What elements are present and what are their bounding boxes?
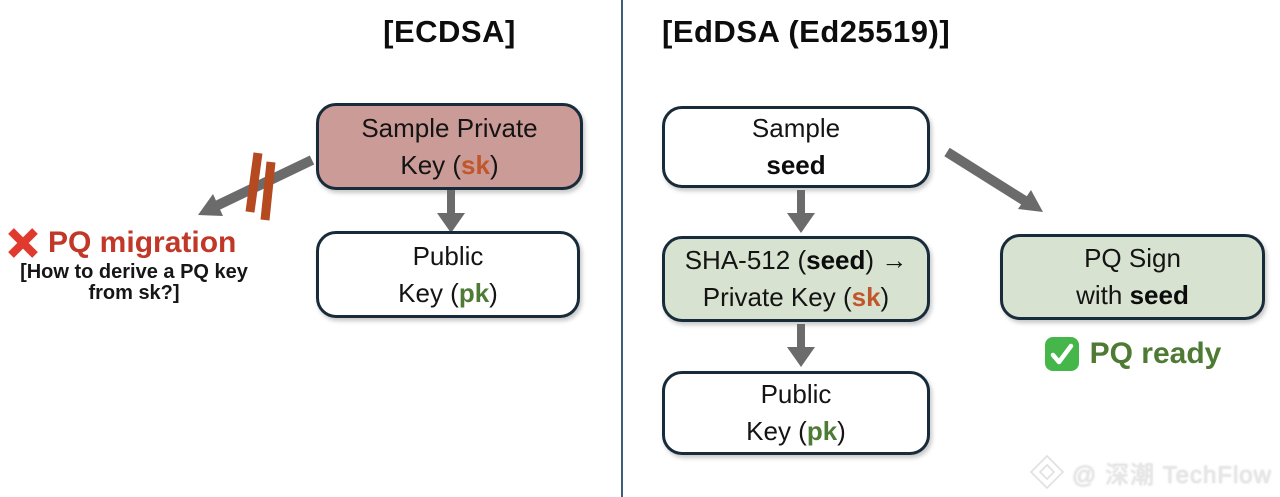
panel-divider <box>621 0 623 497</box>
eddsa-title: [EdDSA (Ed25519)] <box>662 14 951 49</box>
seed-token: seed <box>806 245 866 275</box>
watermark: @ 深潮 TechFlow <box>1028 453 1272 491</box>
sk-token: sk <box>851 282 881 312</box>
watermark-text: @ 深潮 TechFlow <box>1071 461 1272 489</box>
box-line: Key (sk) <box>400 149 499 180</box>
techflow-logo-icon <box>1029 454 1065 490</box>
box-line: Sample <box>751 113 841 143</box>
pq-ready-note: PQ ready <box>1000 336 1265 372</box>
cross-mark-icon <box>8 228 38 258</box>
seed-token: seed <box>1129 280 1189 310</box>
arrow-down-icon <box>787 324 815 367</box>
box-line: seed <box>766 147 825 184</box>
pk-token: pk <box>458 277 490 308</box>
box-line: Key (pk) <box>746 416 846 446</box>
pq-migration-label: PQ migration <box>48 226 237 259</box>
box-line: SHA-512 (seed) → <box>684 245 908 275</box>
pq-sign-box: PQ Sign with seed <box>1000 234 1265 320</box>
check-mark-icon <box>1044 337 1079 371</box>
pq-ready-label: PQ ready <box>1089 337 1222 370</box>
pq-migration-question: [How to derive a PQ key from sk?] <box>20 261 248 304</box>
box-line: Sample Private <box>361 112 538 143</box>
seed-token: seed <box>766 150 826 180</box>
eddsa-public-key-box: Public Key (pk) <box>662 371 930 455</box>
box-line: Public <box>412 240 484 271</box>
box-line: Key (pk) <box>398 277 498 308</box>
eddsa-sample-seed-box: Sample seed <box>662 106 930 188</box>
box-line: Private Key (sk) <box>702 282 890 312</box>
eddsa-sha512-private-key-box: SHA-512 (seed) → Private Key (sk) <box>662 236 930 322</box>
box-line: PQ Sign <box>1084 243 1181 273</box>
pk-token: pk <box>806 416 838 446</box>
pq-migration-note: PQ migration [How to derive a PQ key fro… <box>6 226 262 304</box>
pq-migration-row: PQ migration <box>6 226 262 260</box>
arrow-down-icon <box>787 190 815 233</box>
sk-token: sk <box>461 149 490 180</box>
blocked-arrow-icon <box>198 152 315 221</box>
arrow-down-icon <box>437 190 465 233</box>
box-line: Public <box>760 379 832 409</box>
ecdsa-public-key-box: Public Key (pk) <box>316 231 580 318</box>
arrow-diagonal-icon <box>944 147 1043 212</box>
ecdsa-sample-private-key-box: Sample Private Key (sk) <box>316 103 583 190</box>
ecdsa-title: [ECDSA] <box>383 14 516 49</box>
box-line: with seed <box>1076 280 1189 310</box>
